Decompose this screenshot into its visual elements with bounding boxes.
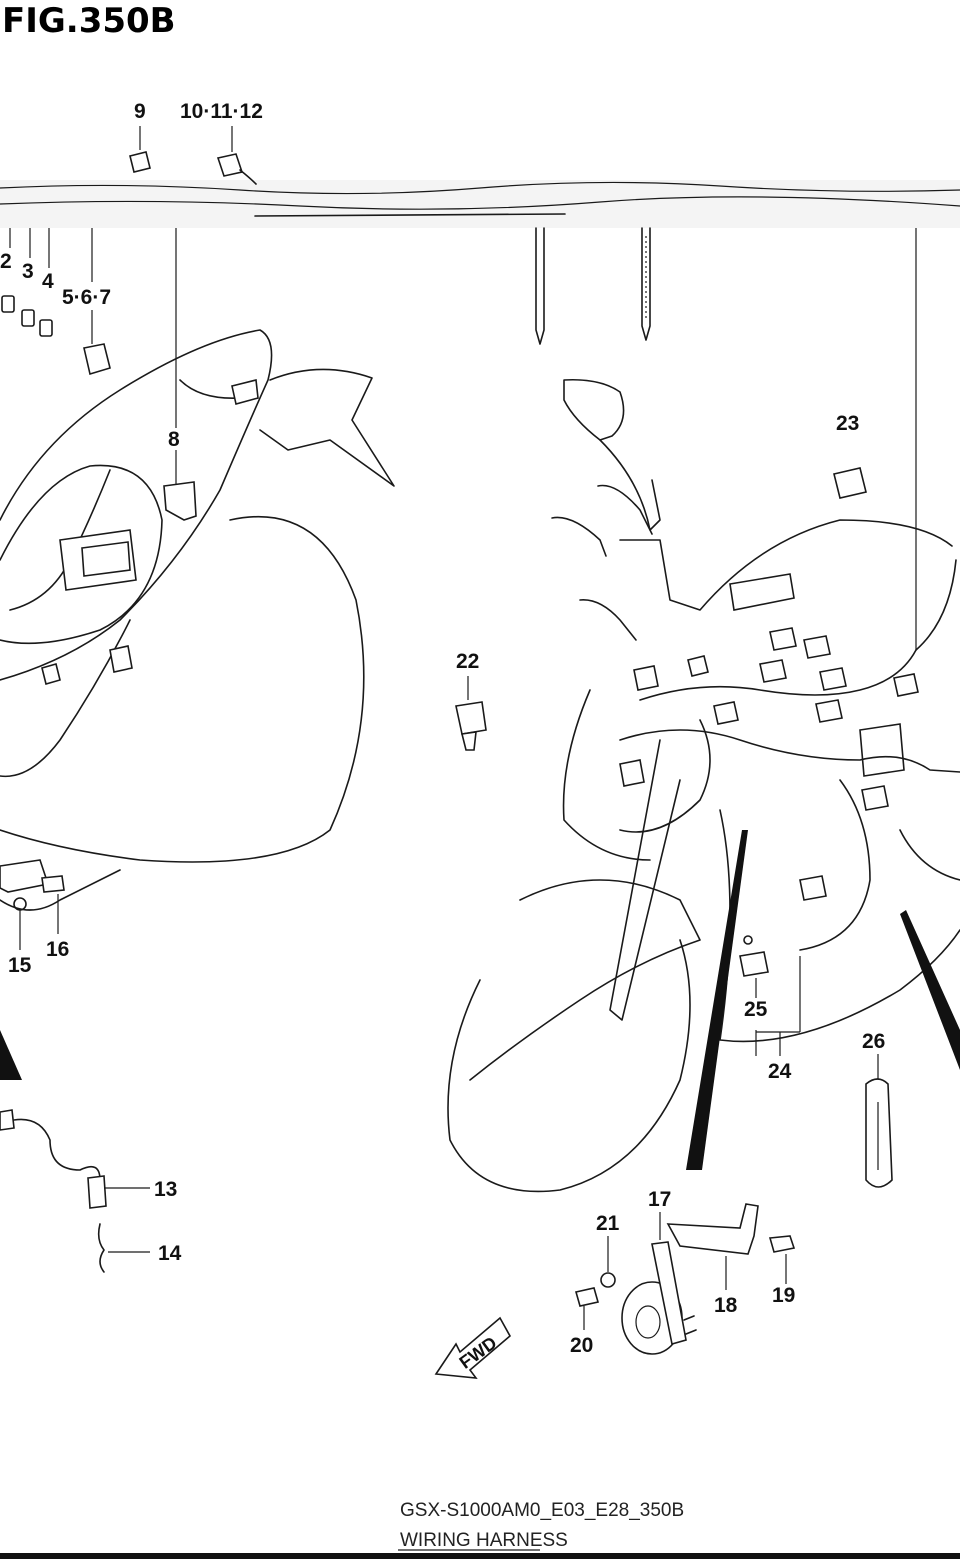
callout-20: 20 (570, 1334, 593, 1357)
left-leader-lines (9, 228, 917, 650)
harness-top-band (0, 180, 960, 228)
callout-24: 24 (768, 1060, 792, 1083)
fuse-parts (1, 295, 53, 337)
callout-23: 23 (836, 412, 859, 435)
callout-14: 14 (158, 1242, 182, 1265)
callout-4: 4 (42, 270, 54, 293)
footer: GSX-S1000AM0_E03_E28_350B WIRING HARNESS (0, 1500, 960, 1559)
pointer-wedges (0, 830, 960, 1170)
relay-part (83, 310, 111, 376)
callout-10-11-12: 10·11·12 (180, 100, 263, 123)
sensor-parts-13-14 (0, 1109, 150, 1273)
bottom-rule (0, 1553, 960, 1559)
forward-direction-arrow: FWD (434, 1316, 512, 1379)
callout-21: 21 (596, 1212, 620, 1235)
callout-8: 8 (168, 428, 180, 451)
callout-26: 26 (862, 1030, 885, 1053)
callout-16: 16 (46, 938, 69, 961)
connector-part-23 (833, 467, 867, 499)
callout-labels: 2 3 4 5·6·7 8 9 10·11·12 13 14 15 16 17 … (0, 100, 885, 1357)
callout-15: 15 (8, 954, 32, 977)
callout-5-6-7: 5·6·7 (62, 286, 111, 309)
model-code: GSX-S1000AM0_E03_E28_350B (400, 1500, 684, 1521)
cable-ties (535, 227, 651, 345)
horn-assembly (574, 1203, 796, 1355)
callout-22: 22 (456, 650, 479, 673)
callout-9: 9 (134, 100, 146, 123)
callout-3: 3 (22, 260, 34, 283)
connector-part-22 (455, 676, 487, 751)
ground-parts-24-25 (739, 935, 801, 1056)
front-motorcycle-section (447, 378, 960, 1193)
callout-19: 19 (772, 1284, 795, 1307)
bracket-part-26 (865, 1054, 893, 1188)
callout-18: 18 (714, 1294, 738, 1317)
bracket-parts-15-16 (0, 859, 121, 950)
top-connectors (129, 126, 257, 185)
section-name: WIRING HARNESS (400, 1530, 568, 1551)
figure-title: FIG.350B (2, 1, 176, 41)
callout-25: 25 (744, 998, 768, 1021)
callout-2: 2 (0, 250, 12, 273)
callout-13: 13 (154, 1178, 177, 1201)
callout-17: 17 (648, 1188, 671, 1211)
rear-tail-section (0, 329, 395, 863)
